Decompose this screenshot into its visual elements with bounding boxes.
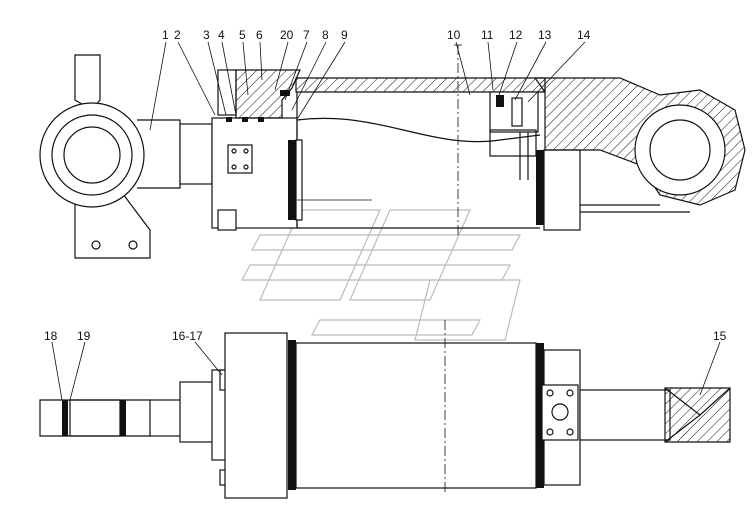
- rod-eye-bore: [63, 126, 121, 184]
- piston-rod: [179, 123, 213, 185]
- callout-13: 13: [538, 28, 552, 42]
- callout-3: 3: [203, 28, 210, 42]
- callout-6: 6: [256, 28, 263, 42]
- leader-lines: [51, 41, 721, 401]
- callout-2: 2: [174, 28, 181, 42]
- callout-7: 7: [303, 28, 310, 42]
- callout-18: 18: [44, 329, 58, 343]
- rear-clevis-bottom: [664, 387, 731, 443]
- callout-11: 11: [481, 28, 494, 42]
- rear-clevis-bore: [634, 104, 726, 196]
- mount-bracket-top: [74, 54, 101, 111]
- callout-19: 19: [77, 329, 91, 343]
- callout-10: 10: [447, 28, 461, 42]
- section-view-top: [39, 44, 746, 259]
- watermark-logo: [241, 209, 521, 341]
- port-block: [541, 384, 579, 441]
- rod-eye-outer: [39, 102, 145, 208]
- callout-16-17: 16-17: [172, 329, 203, 343]
- callout-12: 12: [509, 28, 523, 42]
- callout-4: 4: [218, 28, 225, 42]
- callout-1: 1: [162, 28, 169, 42]
- callout-9: 9: [341, 28, 348, 42]
- callout-8: 8: [322, 28, 329, 42]
- head-flange: [224, 332, 288, 499]
- cylinder-barrel: [295, 342, 537, 489]
- callout-5: 5: [239, 28, 246, 42]
- callout-labels: 1 2 3 4 5 6 20 7 8 9 10 11 12 13 14 18 1…: [44, 28, 727, 343]
- outline-view-bottom: [39, 320, 731, 499]
- callout-14: 14: [577, 28, 591, 42]
- callout-15: 15: [713, 329, 727, 343]
- callout-20: 20: [280, 28, 294, 42]
